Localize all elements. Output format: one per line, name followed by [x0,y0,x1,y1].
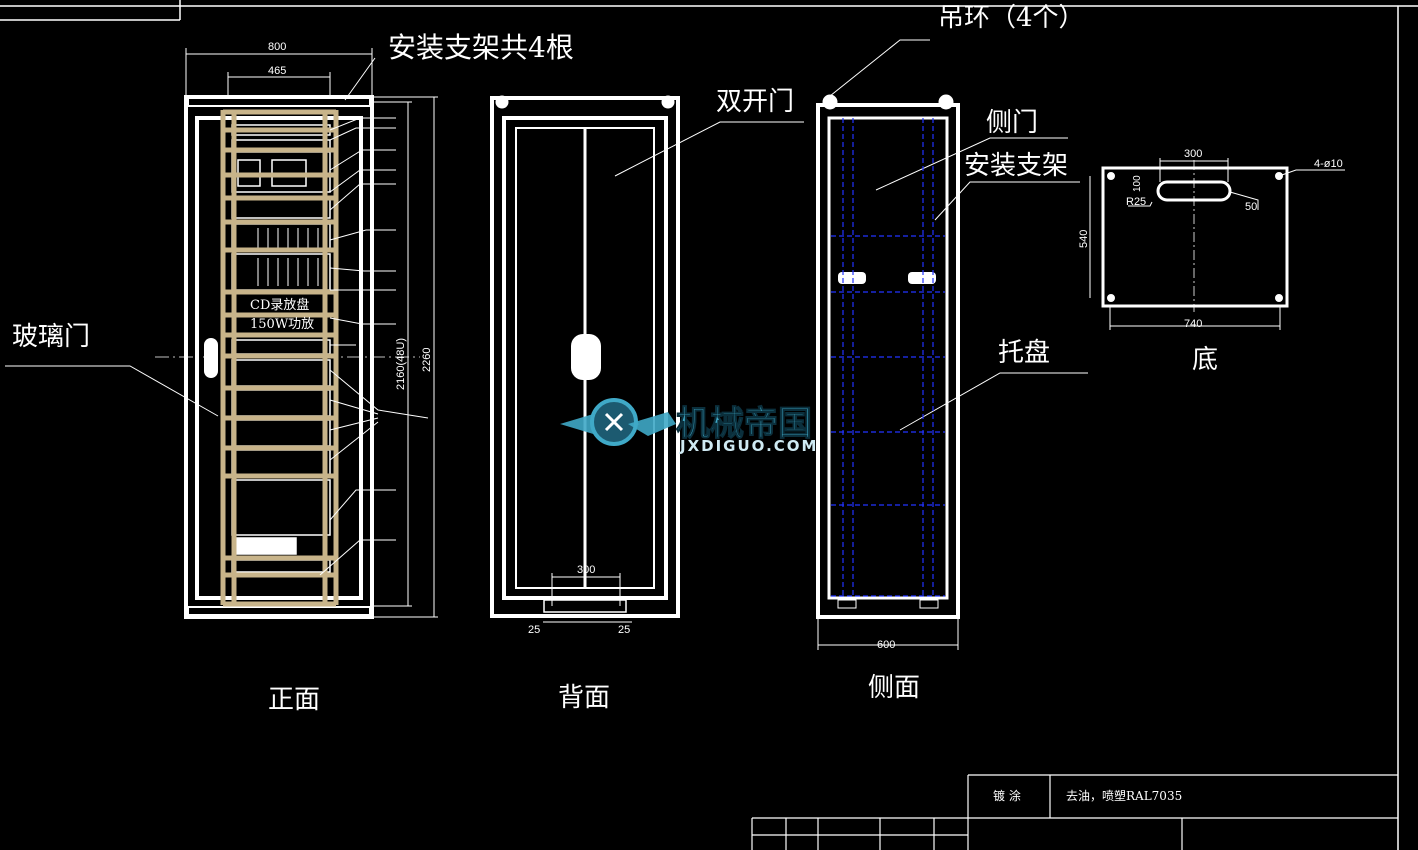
coating-value: 去油，喷塑RAL7035 [1066,788,1182,803]
dim-front-height-inner: 2160(48U) [395,338,407,390]
dim-bottom-width: 740 [1184,318,1202,330]
title-block-text: 镀 涂 去油，喷塑RAL7035 [993,788,1182,803]
dim-back-right: 25 [618,624,630,636]
bottom-view [1089,158,1345,330]
dim-front-inner: 465 [268,65,286,77]
handle-icon [571,334,601,380]
dim-front-height: 2260 [421,348,433,372]
callout-labels: 安装支架共4根 玻璃门 双开门 吊环（4个） 侧门 安装支架 托盘 [12,3,1085,368]
label-side-door: 侧门 [986,108,1038,138]
front-panel-labels: CD录放盘 150W功放 [250,297,314,332]
dim-bottom-slot: 300 [1184,148,1202,160]
dim-bottom-depth: 540 [1078,230,1090,248]
watermark-brand: 机械帝国 [676,404,812,444]
dimension-labels: 800 465 2160(48U) 2260 300 25 25 600 300… [268,41,1343,651]
front-dimensions [5,48,438,618]
dim-front-width: 800 [268,41,286,53]
label-double-door: 双开门 [716,87,794,117]
dim-bottom-slot-h: 100 [1132,175,1143,192]
view-label-back: 背面 [558,683,610,713]
label-glass-door: 玻璃门 [12,322,90,352]
dim-back-left: 25 [528,624,540,636]
dim-bottom-holes: 4-ø10 [1314,158,1343,170]
dim-side-width: 600 [877,639,895,651]
dim-back-gap: 300 [577,564,595,576]
watermark-logo: 机械帝国 JXDIGUO.COM [560,398,818,455]
view-label-side: 侧面 [868,673,920,703]
label-mounting-rail: 安装支架 [964,151,1068,181]
coating-label: 镀 涂 [993,788,1021,803]
title-block [751,774,1398,850]
wing-icon [628,412,676,436]
view-label-front: 正面 [268,685,320,715]
cd-player-label: CD录放盘 [250,297,309,313]
amplifier-label: 150W功放 [250,317,314,332]
label-lifting-ring: 吊环（4个） [938,3,1085,33]
back-view [490,95,804,623]
watermark-site: JXDIGUO.COM [679,437,818,455]
view-label-bottom: 底 [1192,345,1218,375]
side-hidden-lines [831,118,945,598]
mounting-rails [220,109,339,607]
view-labels: 正面 背面 侧面 底 [268,345,1218,715]
dim-bottom-slot-w: 50 [1245,201,1257,213]
handle-icon [204,338,218,378]
label-tray: 托盘 [998,338,1050,368]
dim-bottom-radius: R25 [1126,196,1146,208]
label-mounting-rails-4: 安装支架共4根 [388,31,574,64]
side-view [816,39,1088,650]
